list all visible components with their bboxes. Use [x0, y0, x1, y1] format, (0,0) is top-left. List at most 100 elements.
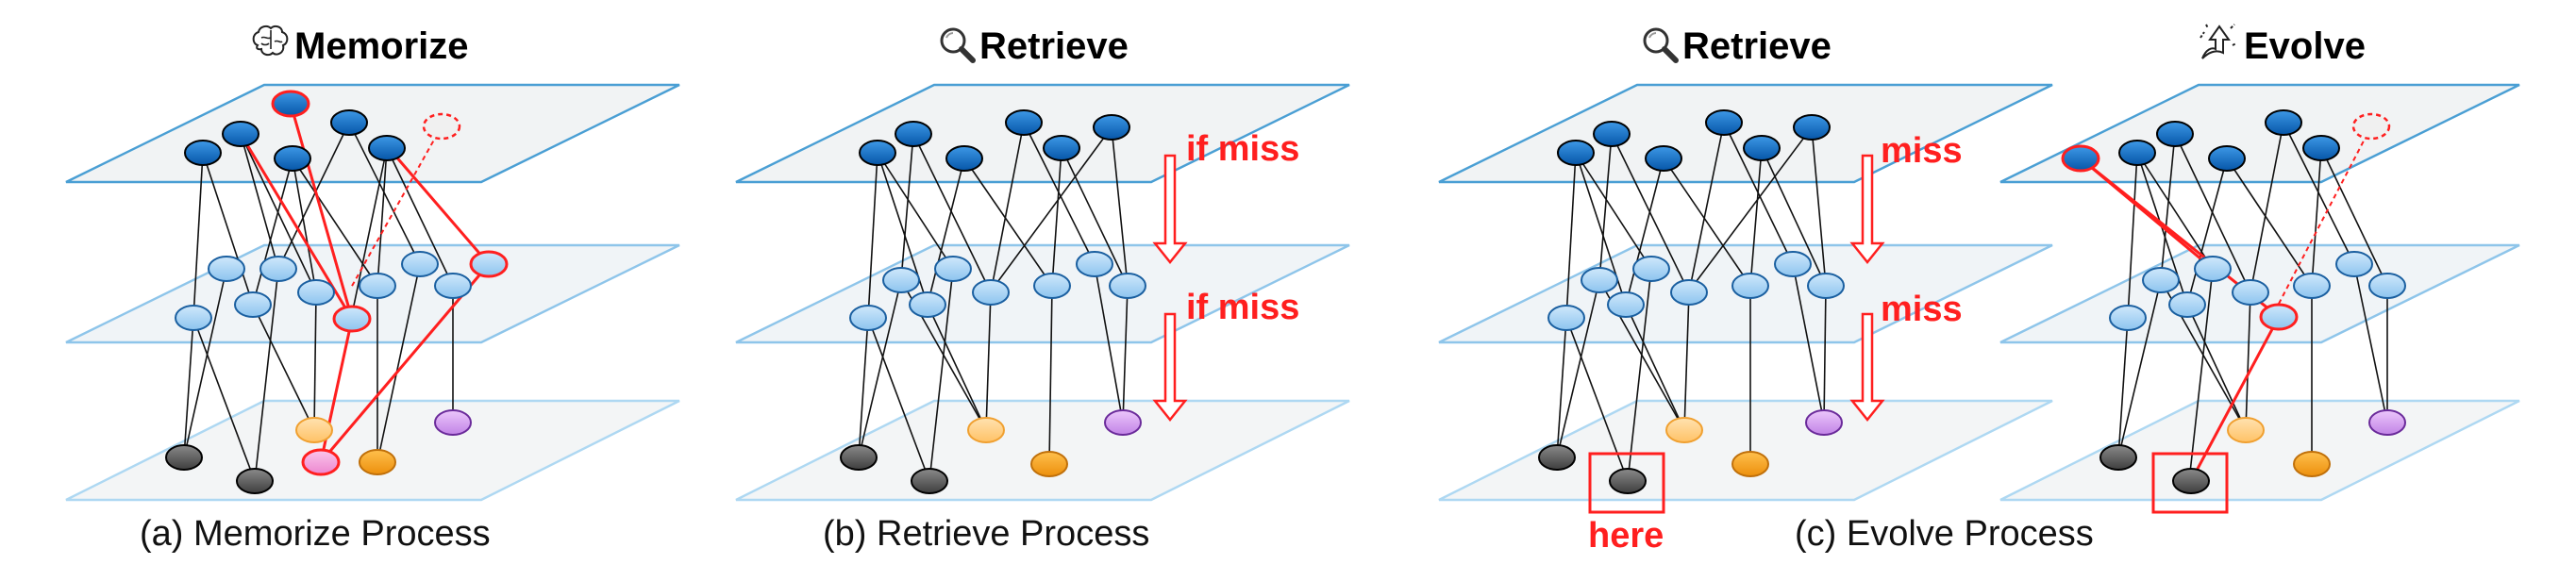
node-bottom-purple [1805, 409, 1843, 436]
bottom-layer-nodes [2099, 409, 2406, 494]
node-top [222, 121, 259, 147]
node-top [2302, 135, 2340, 161]
node-mid [1076, 251, 1113, 277]
panel-retrieve: if miss if miss Retrieve (b) Retrieve Pr… [735, 25, 1350, 554]
node-mid [1632, 256, 1670, 282]
panel-title: Memorize [294, 25, 469, 67]
node-mid [2194, 256, 2232, 282]
panel-title: Retrieve [1682, 25, 1832, 67]
node-bottom-dark-found [2172, 468, 2210, 494]
node-bottom-light-orange [967, 417, 1005, 443]
node-bottom-purple [1104, 409, 1142, 436]
bottom-layer-nodes [165, 409, 472, 494]
node-mid-new [469, 250, 509, 278]
panel-evolve: Evolve [1999, 24, 2520, 514]
node-mid [882, 267, 920, 293]
node-top [368, 135, 406, 161]
node-mid [175, 305, 212, 331]
node-mid-evolved [2259, 303, 2299, 331]
node-bottom-dark [840, 444, 878, 471]
node-top [2208, 145, 2246, 172]
node-bottom-dark [1538, 444, 1576, 471]
node-bottom-dark-found [1609, 468, 1647, 494]
node-mid [1774, 251, 1812, 277]
node-top [1043, 135, 1080, 161]
if-miss-label: if miss [1186, 129, 1299, 169]
middle-layer-nodes [175, 250, 509, 333]
node-top-ghost [2351, 112, 2391, 141]
node-mid [259, 256, 297, 282]
node-bottom-pink-new [301, 448, 341, 476]
node-bottom-light-orange [2227, 417, 2265, 443]
node-mid [1109, 273, 1146, 299]
node-top-evolved [2061, 144, 2100, 173]
node-mid [1731, 273, 1769, 299]
node-top [1093, 114, 1130, 141]
node-bottom-light-orange [295, 417, 333, 443]
middle-layer-nodes [1547, 251, 1845, 331]
brain-icon [252, 25, 289, 57]
node-top [1593, 121, 1631, 147]
node-mid [401, 251, 439, 277]
panel-retrieve-hit: miss miss here Retrieve (c) Evolve Proce… [1438, 25, 2094, 556]
node-mid [1033, 273, 1071, 299]
node-mid [2368, 273, 2406, 299]
middle-layer-nodes [849, 251, 1146, 331]
node-bottom-dark [2099, 444, 2137, 471]
miss-label: miss [1881, 131, 1963, 171]
bottom-layer-nodes [840, 409, 1142, 494]
if-miss-label: if miss [1186, 288, 1299, 327]
node-bottom-dark [911, 468, 948, 494]
node-mid [234, 291, 272, 318]
node-top [2156, 121, 2194, 147]
node-mid [297, 279, 335, 306]
here-label: here [1588, 516, 1664, 556]
node-mid [934, 256, 972, 282]
node-mid [359, 273, 396, 299]
magnifier-icon [940, 27, 976, 63]
node-mid [849, 305, 887, 331]
node-top [945, 145, 983, 172]
node-mid [1670, 279, 1708, 306]
panel-title: Evolve [2244, 25, 2366, 67]
node-bottom-orange [1030, 451, 1068, 477]
layer-plane-top [65, 83, 680, 184]
node-bottom-purple [2368, 409, 2406, 436]
middle-layer-nodes [2109, 251, 2406, 331]
node-top [330, 109, 368, 136]
node-bottom-orange [2293, 451, 2331, 477]
node-mid [2142, 267, 2180, 293]
node-bottom-dark [165, 444, 203, 471]
node-mid [208, 256, 245, 282]
node-bottom-dark [236, 468, 274, 494]
node-top [2118, 140, 2156, 166]
node-top [274, 145, 311, 172]
node-mid-new [332, 305, 372, 333]
node-mid [1581, 267, 1618, 293]
node-mid [972, 279, 1010, 306]
bottom-layer-nodes [1538, 409, 1843, 494]
node-top [184, 140, 222, 166]
node-top [1793, 114, 1831, 141]
caption-a: (a) Memorize Process [140, 514, 491, 554]
node-top [1557, 140, 1595, 166]
node-mid [1807, 273, 1845, 299]
node-mid [1547, 305, 1585, 331]
magnifier-icon [1643, 27, 1679, 63]
node-top [1743, 135, 1781, 161]
down-arrow-icon [1849, 312, 1885, 423]
node-mid [2335, 251, 2373, 277]
caption-c: (c) Evolve Process [1795, 514, 2094, 554]
node-mid [2168, 291, 2206, 318]
found-highlight-box [2151, 452, 2229, 514]
layer-plane-bottom [1999, 399, 2520, 502]
caption-b: (b) Retrieve Process [823, 514, 1149, 554]
panel-memorize: Memorize (a) Memorize Process [65, 25, 680, 554]
node-top [859, 140, 896, 166]
top-layer-nodes [2061, 109, 2391, 173]
node-bottom-orange [1731, 451, 1769, 477]
node-bottom-orange [359, 449, 396, 475]
node-top [1645, 145, 1682, 172]
down-arrow-icon [1849, 154, 1885, 265]
